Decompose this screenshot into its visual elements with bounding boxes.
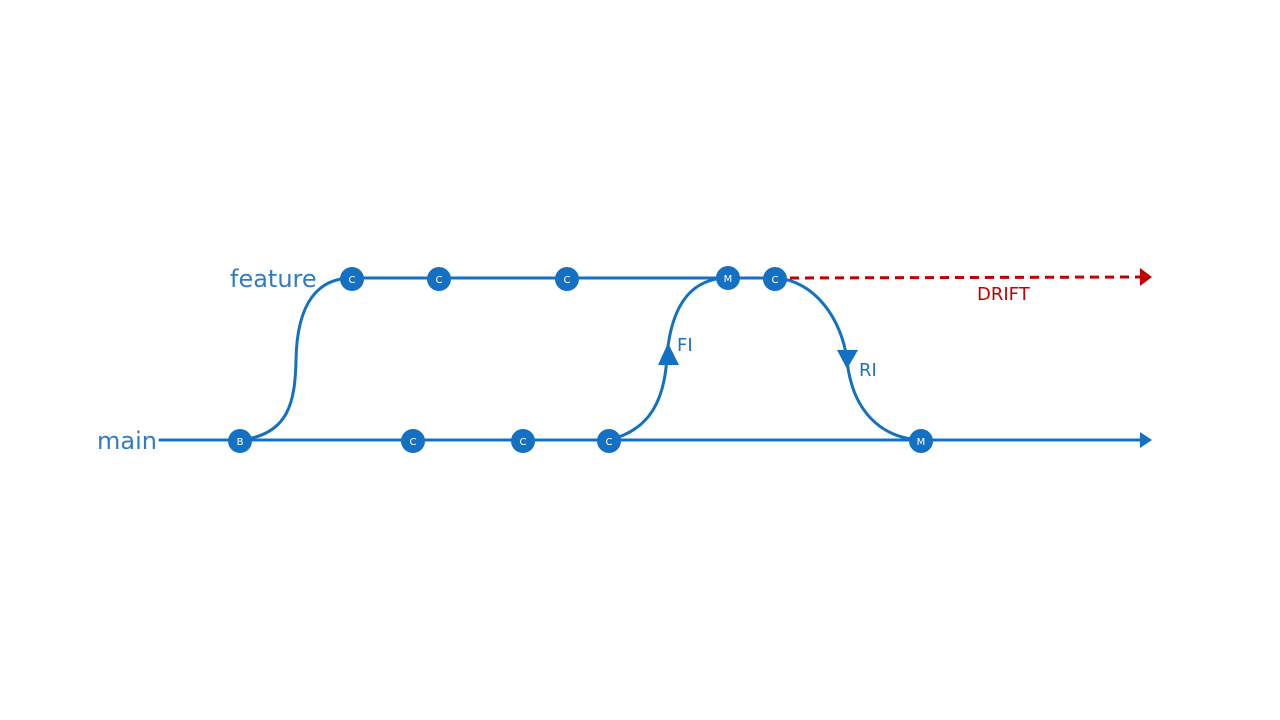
main-commit: C (511, 429, 535, 453)
main-commit: M (909, 429, 933, 453)
svg-text:C: C (606, 437, 613, 448)
svg-text:C: C (410, 437, 417, 448)
drift-line (789, 275, 1141, 280)
drift-arrowhead (1140, 268, 1152, 286)
svg-text:C: C (436, 275, 443, 286)
main-commit: C (597, 429, 621, 453)
main-commit: C (401, 429, 425, 453)
branch-out-curve (238, 276, 354, 442)
fi-arrowhead (658, 343, 679, 365)
feature-branch-label: feature (230, 265, 317, 293)
main-branch-label: main (97, 427, 157, 455)
feature-commit: C (340, 267, 364, 291)
ri-label: RI (859, 360, 877, 381)
svg-text:C: C (349, 275, 356, 286)
drift-label: DRIFT (977, 284, 1031, 305)
main-commit: B (228, 429, 252, 453)
feature-commit: C (555, 267, 579, 291)
feature-commit: M (716, 266, 740, 290)
main-branch-arrowhead (1140, 432, 1152, 448)
svg-text:M: M (724, 274, 733, 285)
fi-label: FI (677, 335, 693, 356)
svg-text:B: B (237, 437, 244, 448)
svg-text:C: C (520, 437, 527, 448)
feature-commit: C (763, 267, 787, 291)
svg-text:C: C (772, 275, 779, 286)
feature-commit: C (427, 267, 451, 291)
svg-text:C: C (564, 275, 571, 286)
ri-arrowhead (837, 350, 858, 369)
svg-text:M: M (917, 437, 926, 448)
